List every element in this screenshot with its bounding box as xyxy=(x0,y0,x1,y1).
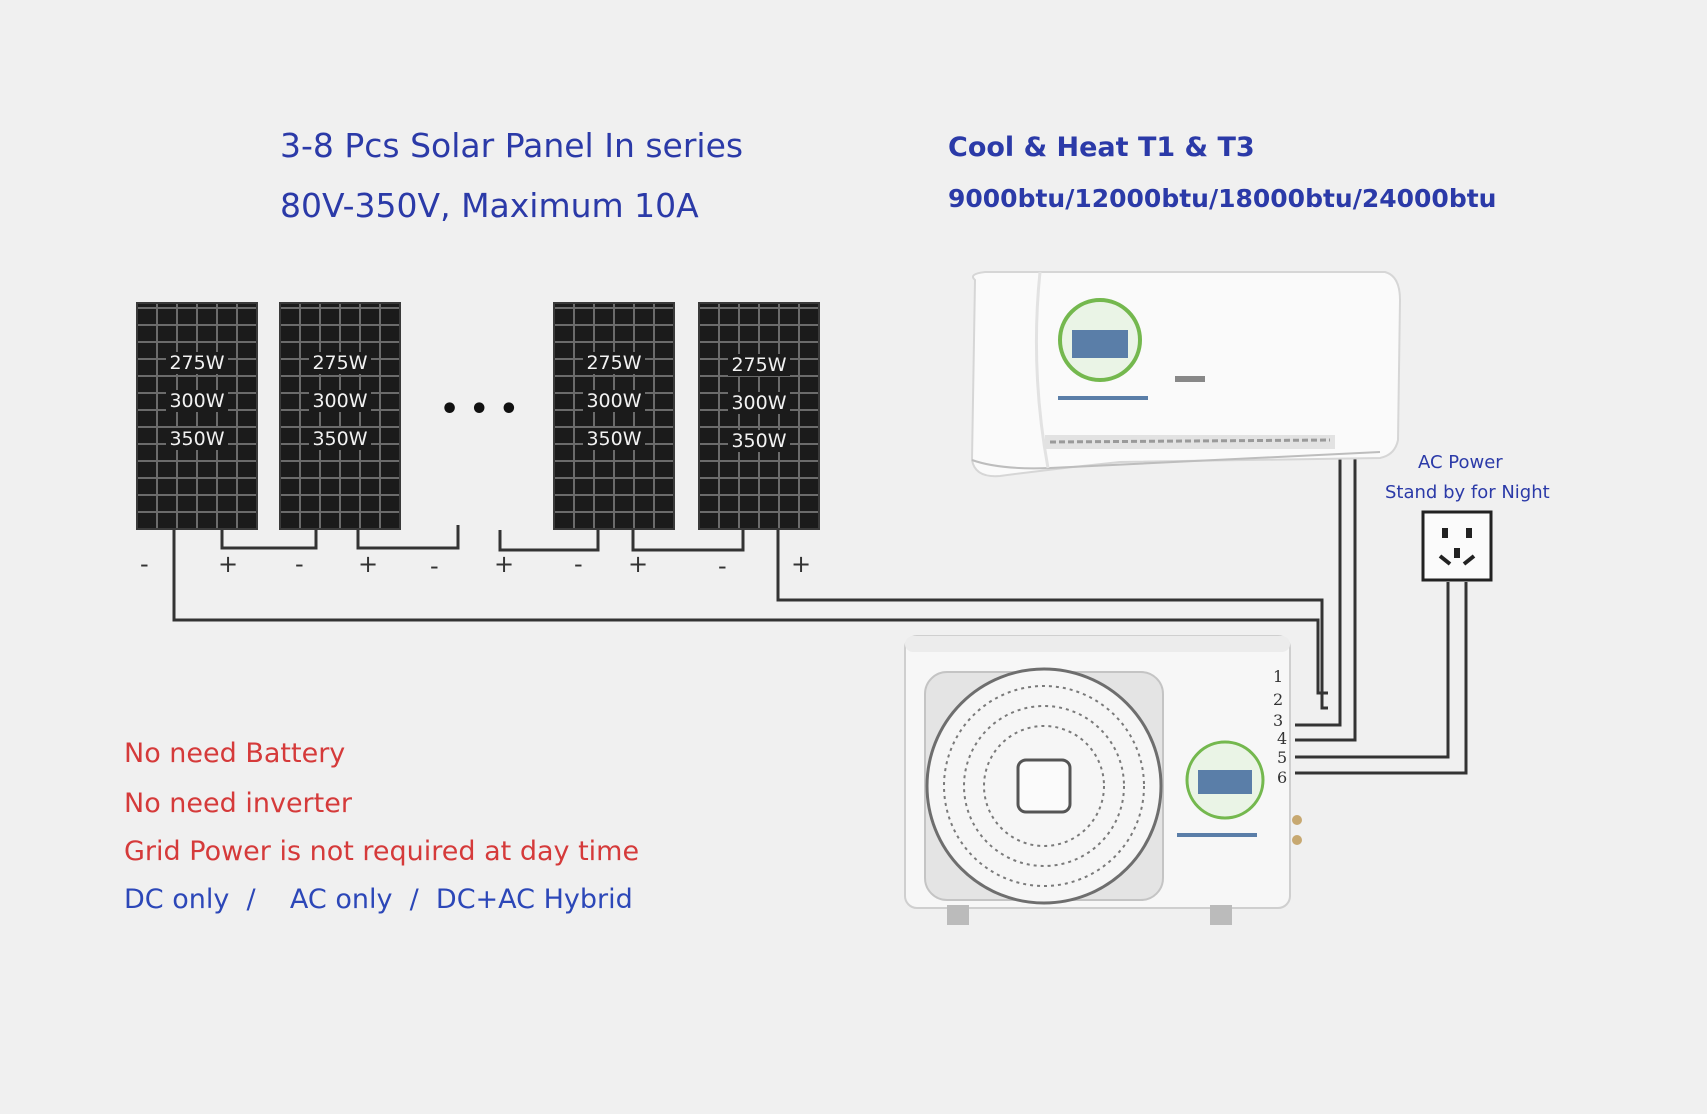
polarity-5: - xyxy=(430,552,439,580)
polarity-7: - xyxy=(574,550,583,578)
wall-power-socket-icon xyxy=(1421,510,1493,582)
panel-2-watt-2: 300W xyxy=(309,390,371,412)
note-no-inverter: No need inverter xyxy=(124,788,352,819)
series-link-1 xyxy=(220,530,318,550)
panel-4-watt-2: 300W xyxy=(728,392,790,414)
solar-panel-2: 275W 300W 350W xyxy=(279,302,401,530)
series-links xyxy=(172,455,1468,775)
series-link-3 xyxy=(498,530,600,552)
indoor-wire-a xyxy=(1295,455,1342,727)
ac-power-label: AC Power xyxy=(1418,452,1503,473)
terminal-1: 1 xyxy=(1273,667,1284,686)
mode-heading: Cool & Heat T1 & T3 xyxy=(948,132,1255,163)
panel-3-watt-2: 300W xyxy=(583,390,645,412)
ac-mains-wire-b xyxy=(1295,582,1468,775)
polarity-9: - xyxy=(718,552,727,580)
polarity-3: - xyxy=(295,550,304,578)
terminal-3: 3 xyxy=(1273,711,1284,730)
panel-3-watt-1: 275W xyxy=(583,352,645,374)
polarity-1: - xyxy=(140,550,149,578)
panel-1-watt-3: 350W xyxy=(166,428,228,450)
capacity-heading: 9000btu/12000btu/18000btu/24000btu xyxy=(948,184,1497,213)
polarity-8: + xyxy=(628,550,649,578)
panel-4-watt-1: 275W xyxy=(728,354,790,376)
panel-1-watt-2: 300W xyxy=(166,390,228,412)
polarity-4: + xyxy=(358,550,379,578)
dc-positive-lead xyxy=(776,530,1328,710)
polarity-6: + xyxy=(494,550,515,578)
note-no-grid: Grid Power is not required at day time xyxy=(124,836,640,867)
ellipsis: • • • xyxy=(440,392,519,427)
terminal-4: 4 xyxy=(1277,729,1288,748)
polarity-2: + xyxy=(218,550,239,578)
note-no-battery: No need Battery xyxy=(124,738,346,769)
panel-4-watt-3: 350W xyxy=(728,430,790,452)
panel-3-watt-3: 350W xyxy=(583,428,645,450)
series-link-4 xyxy=(631,530,745,552)
indoor-wire-b xyxy=(1295,455,1357,742)
polarity-10: + xyxy=(791,550,812,578)
note-modes: DC only / AC only / DC+AC Hybrid xyxy=(124,884,633,915)
ac-mains-wire-a xyxy=(1295,582,1450,759)
solar-panel-4: 275W 300W 350W xyxy=(698,302,820,530)
panel-1-watt-1: 275W xyxy=(166,352,228,374)
terminal-2: 2 xyxy=(1273,690,1284,709)
panel-2-watt-3: 350W xyxy=(309,428,371,450)
outdoor-unit xyxy=(904,635,1302,925)
indoor-unit xyxy=(970,271,1402,478)
panel-2-watt-1: 275W xyxy=(309,352,371,374)
solar-panel-3: 275W 300W 350W xyxy=(553,302,675,530)
terminal-6: 6 xyxy=(1277,768,1288,787)
standby-label: Stand by for Night xyxy=(1385,482,1550,503)
voltage-heading: 80V-350V, Maximum 10A xyxy=(280,186,699,225)
series-link-2 xyxy=(356,525,460,550)
terminal-5: 5 xyxy=(1277,748,1288,767)
brand-mark xyxy=(1175,376,1205,382)
series-heading: 3-8 Pcs Solar Panel In series xyxy=(280,126,744,165)
solar-panel-1: 275W 300W 350W xyxy=(136,302,258,530)
